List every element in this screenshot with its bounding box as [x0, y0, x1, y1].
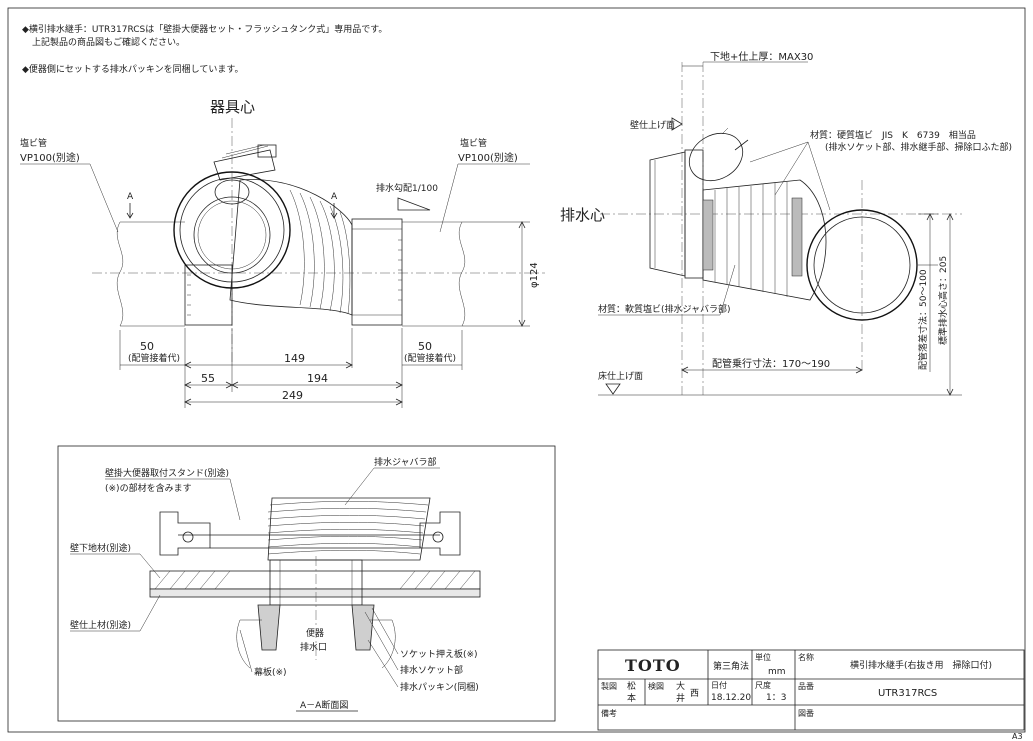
- floor-finish-marker: [605, 383, 621, 395]
- drain-height-label: 標準排水心高さ：205: [937, 256, 949, 345]
- sheet-size: A3: [1012, 732, 1023, 741]
- name-value: 横引排水継手(右抜き用 掃除口付): [850, 659, 992, 671]
- section-view: 壁掛大便器取付スタンド(別途) (※)の部材を含みます 排水ジャバラ部 壁下地材…: [57, 445, 556, 722]
- section-bellows: [267, 497, 431, 561]
- dim-249: 249: [282, 389, 303, 402]
- left-pipe-spec: VP100(別途): [20, 151, 80, 164]
- joint-outer-ring: [173, 171, 291, 289]
- side-cleanout: [688, 132, 744, 182]
- label-wall-base: 壁下地材(別途): [70, 542, 131, 554]
- section-marker-left: A: [127, 192, 134, 202]
- drafter-name-1: 松: [627, 680, 636, 692]
- material-hard-parts: (排水ソケット部、排水継手部、掃除口ふた部): [825, 141, 1012, 153]
- dim-left-insert-note: (配管接着代): [128, 352, 180, 364]
- left-pipe-name: 塩ビ管: [20, 137, 47, 149]
- material-hard: 材質：硬質塩ビ JIS K 6739 相当品: [810, 129, 976, 141]
- label-wall-finish: 壁仕上材(別途): [70, 619, 131, 631]
- diameter-dim: φ124: [529, 262, 540, 288]
- scale-label: 尺度: [755, 680, 771, 690]
- wall-finish-marker: [671, 117, 683, 131]
- right-pipe: [402, 221, 466, 327]
- unit-label: 単位: [755, 652, 771, 662]
- section-marker-right: A: [331, 192, 338, 202]
- date-label: 日付: [711, 680, 727, 690]
- toilet-outlet-right: [351, 604, 375, 651]
- note-3: ◆便器側にセットする排水パッキンを同梱しています。: [22, 63, 243, 75]
- label-plate: 幕板(※): [254, 666, 287, 678]
- part-value: UTR317RCS: [878, 688, 937, 699]
- remarks-label: 備考: [601, 708, 617, 718]
- dim-194: 194: [307, 372, 328, 385]
- dim-left-insert: 50: [140, 340, 154, 353]
- floor-finish-label: 床仕上げ面: [598, 370, 643, 382]
- joint-inner-ring: [193, 196, 271, 274]
- section-frame: [57, 445, 556, 722]
- right-pipe-spec: VP100(別途): [458, 151, 518, 164]
- checker-name-1: 大: [676, 680, 685, 692]
- part-label: 品番: [798, 681, 814, 691]
- label-stand-note: (※)の部材を含みます: [105, 482, 192, 494]
- fixture-center-label: 器具心: [210, 98, 255, 116]
- checker-label: 検図: [648, 681, 664, 691]
- name-label: 名称: [798, 652, 814, 662]
- title-block: TOTO 第三角法 単位 mm 名称 横引排水継手(右抜き用 掃除口付) 製図 …: [597, 649, 1025, 731]
- pipe-drop-label: 配管落差寸法：50～100: [917, 269, 929, 370]
- wall-finish-board: [149, 588, 481, 598]
- section-title: A－A断面図: [300, 699, 348, 711]
- dim-right-insert-note: (配管接着代): [404, 352, 456, 364]
- notes: ◆横引排水継手：UTR317RCSは「壁掛大便器セット・フラッシュタンク式」専用…: [22, 23, 387, 75]
- slope-label: 排水勾配1/100: [376, 182, 438, 194]
- slope-triangle: [397, 197, 431, 211]
- left-socket: [184, 264, 233, 326]
- label-outlet-1: 便器: [306, 627, 324, 639]
- cleanout-top: [213, 149, 276, 181]
- wall-finish-label: 壁仕上げ面: [630, 119, 675, 131]
- cleanout-cap: [214, 179, 250, 205]
- toto-logo: TOTO: [625, 656, 681, 675]
- label-jabara: 排水ジャバラ部: [374, 456, 437, 468]
- note-2: 上記製品の商品図もご確認ください。: [32, 36, 185, 48]
- side-view: 下地+仕上厚：MAX30 壁仕上げ面 排水心 材質：硬質塩ビ J: [560, 50, 1012, 396]
- label-socket: 排水ソケット部: [400, 664, 463, 676]
- pipe-travel-label: 配管乗行寸法：170～190: [712, 357, 830, 370]
- drafter-name-2: 本: [627, 692, 636, 704]
- material-soft: 材質：軟質塩ビ(排水ジャバラ部): [598, 303, 731, 315]
- wall-thickness-label: 下地+仕上厚：MAX30: [710, 50, 813, 63]
- checker-name-3: 西: [690, 688, 699, 699]
- note-1: ◆横引排水継手：UTR317RCSは「壁掛大便器セット・フラッシュタンク式」専用…: [22, 23, 387, 35]
- label-outlet-2: 排水口: [300, 641, 327, 653]
- right-pipe-name: 塩ビ管: [460, 137, 487, 149]
- scale-value: 1：3: [766, 693, 786, 703]
- front-view: 器具心: [20, 98, 545, 408]
- dim-55: 55: [201, 372, 215, 385]
- dim-right-insert: 50: [418, 340, 432, 353]
- bellows-body: [229, 179, 353, 316]
- wall-base-board: [149, 570, 481, 590]
- date-value: 18.12.20: [711, 693, 751, 703]
- label-socket-press: ソケット押え板(※): [400, 648, 478, 660]
- side-bellows: [702, 179, 827, 301]
- drawing-no-label: 図番: [798, 708, 814, 718]
- projection: 第三角法: [713, 660, 749, 672]
- dim-149: 149: [284, 352, 305, 365]
- drafter-label: 製図: [601, 681, 617, 691]
- sheet-border: [7, 7, 1026, 733]
- toilet-outlet-left: [257, 604, 281, 651]
- drain-center-label: 排水心: [560, 206, 605, 224]
- unit-value: mm: [768, 667, 786, 677]
- checker-name-2: 井: [676, 692, 685, 704]
- label-stand: 壁掛大便器取付スタンド(別途): [105, 467, 229, 479]
- label-packing: 排水パッキン(同梱): [400, 681, 479, 693]
- right-socket: [351, 218, 403, 326]
